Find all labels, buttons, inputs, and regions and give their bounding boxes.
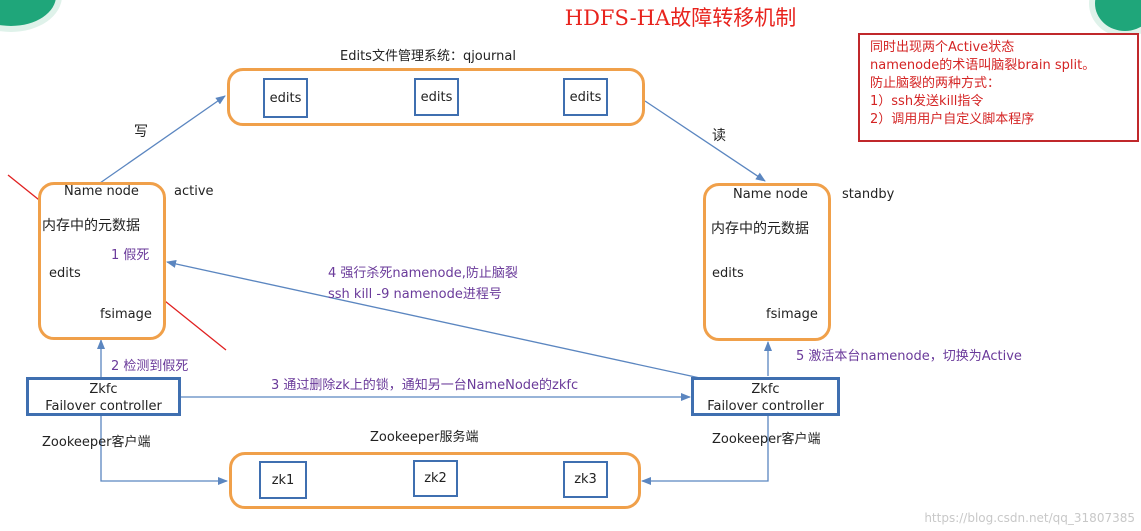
zkfc-right-line1: Zkfc [751, 382, 780, 397]
zk2-box: zk2 [413, 460, 458, 497]
note-line5: 2）调用用户自定义脚本程序 [870, 112, 1035, 127]
active-memory-label: 内存中的元数据 [42, 218, 140, 234]
zk1-box: zk1 [259, 461, 307, 499]
zk3-box: zk3 [563, 461, 608, 498]
arrow-write [99, 95, 226, 184]
diagram-title: HDFS-HA故障转移机制 [564, 6, 797, 30]
zk-server-label: Zookeeper服务端 [370, 430, 479, 445]
zk-client-right-label: Zookeeper客户端 [712, 432, 821, 447]
watermark: https://blog.csdn.net/qq_31807385 [924, 511, 1135, 525]
active-namenode-box [38, 182, 166, 340]
zkfc-right-box: Zkfc Failover controller [691, 377, 840, 416]
zkfc-left-line1: Zkfc [89, 382, 118, 397]
step2-label: 2 检测到假死 [111, 359, 189, 374]
zkfc-left-box: Zkfc Failover controller [26, 377, 181, 416]
note-line4: 1）ssh发送kill指令 [870, 94, 984, 109]
standby-fsimage-label: fsimage [766, 307, 818, 322]
edits-box-3: edits [563, 78, 608, 116]
standby-memory-label: 内存中的元数据 [711, 221, 809, 237]
arrow-zk-right [641, 416, 769, 485]
note-line2: namenode的术语叫脑裂brain split。 [870, 58, 1096, 73]
arrow-step4 [166, 260, 701, 379]
active-edits-label: edits [49, 266, 81, 281]
zk-client-left-label: Zookeeper客户端 [42, 435, 151, 450]
edits-system-label: Edits文件管理系统：qjournal [340, 49, 516, 64]
step5-label: 5 激活本台namenode，切换为Active [796, 349, 1022, 364]
arrow-zk-left [100, 416, 228, 485]
arrow-read [644, 100, 766, 182]
active-state-label: active [174, 184, 214, 199]
step3-label: 3 通过删除zk上的锁，通知另一台NameNode的zkfc [271, 378, 579, 393]
step4-label-line1: 4 强行杀死namenode,防止脑裂 [328, 266, 518, 281]
note-line3: 防止脑裂的两种方式： [870, 76, 1001, 91]
brain-split-note: 同时出现两个Active状态 namenode的术语叫脑裂brain split… [858, 33, 1139, 142]
edits-box-1: edits [263, 78, 308, 118]
active-namenode-name: Name node [64, 184, 139, 199]
note-line1: 同时出现两个Active状态 [870, 40, 1015, 55]
zkfc-right-line2: Failover controller [707, 399, 824, 414]
standby-edits-label: edits [712, 266, 744, 281]
zkfc-left-line2: Failover controller [45, 399, 162, 414]
standby-namenode-box [703, 183, 831, 341]
edits-box-2: edits [414, 78, 459, 116]
standby-namenode-name: Name node [733, 187, 808, 202]
standby-state-label: standby [842, 187, 895, 202]
step4-label-line2: ssh kill -9 namenode进程号 [328, 287, 502, 302]
step1-label: 1 假死 [111, 248, 150, 263]
read-label: 读 [712, 128, 726, 144]
active-fsimage-label: fsimage [100, 307, 152, 322]
write-label: 写 [134, 124, 148, 140]
